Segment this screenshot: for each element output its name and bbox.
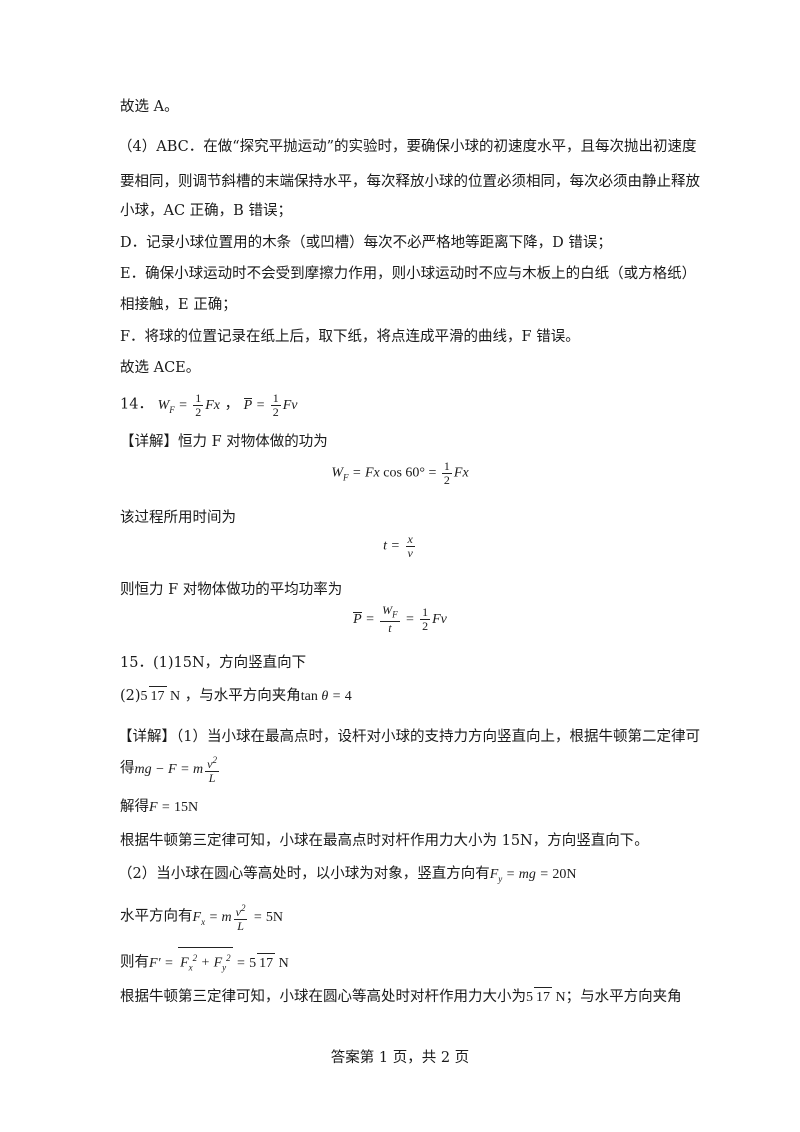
text-line: E．确保小球运动时不会受到摩擦力作用，则小球运动时不应与木板上的白纸（或方格纸） [120,266,697,282]
text-line: （4）ABC．在做“探究平抛运动”的实验时，要确保小球的初速度水平，且每次抛出初… [118,139,697,155]
text-line: 要相同，则调节斜槽的末端保持水平，每次释放小球的位置必须相同，每次必须由静止释放 [120,174,700,190]
separator: ， [224,396,240,413]
text-line: 故选 A。 [120,99,179,115]
formula: tan θ = 4 [300,689,352,704]
text-line: 根据牛顿第三定律可知，小球在最高点时对杆作用力大小为 15N，方向竖直向下。 [120,833,649,849]
text-line: 该过程所用时间为 [120,510,236,526]
formula: Fy = mg = 20N [489,867,577,884]
formula-line: 解得F = 15N [120,799,199,815]
text-line: 15．(1)15N，方向竖直向下 [120,655,307,671]
text-line: 故选 ACE。 [120,360,201,376]
formula: F = 15N [149,800,199,815]
text-line: F．将球的位置记录在纸上后，取下纸，将点连成平滑的曲线，F 错误。 [120,329,580,345]
text-line: D．记录小球位置用的木条（或凹槽）每次不必严格地等距离下降，D 错误； [120,235,612,251]
formula-line: （2）当小球在圆心等高处时，以小球为对象，竖直方向有Fy = mg = 20N [118,866,577,884]
text-line: 则恒力 F 对物体做功的平均功率为 [120,582,343,598]
page-footer: 答案第 1 页，共 2 页 [330,1050,470,1066]
text-line: 相接触，E 正确； [120,297,237,313]
text-line: 【详解】（1）当小球在最高点时，设杆对小球的支持力方向竖直向上，根据牛顿第二定律… [118,729,700,745]
text-line: 【详解】恒力 F 对物体做的功为 [120,434,328,450]
text-line: 小球，AC 正确，B 错误； [120,203,292,219]
question-number: 14． [120,396,153,413]
